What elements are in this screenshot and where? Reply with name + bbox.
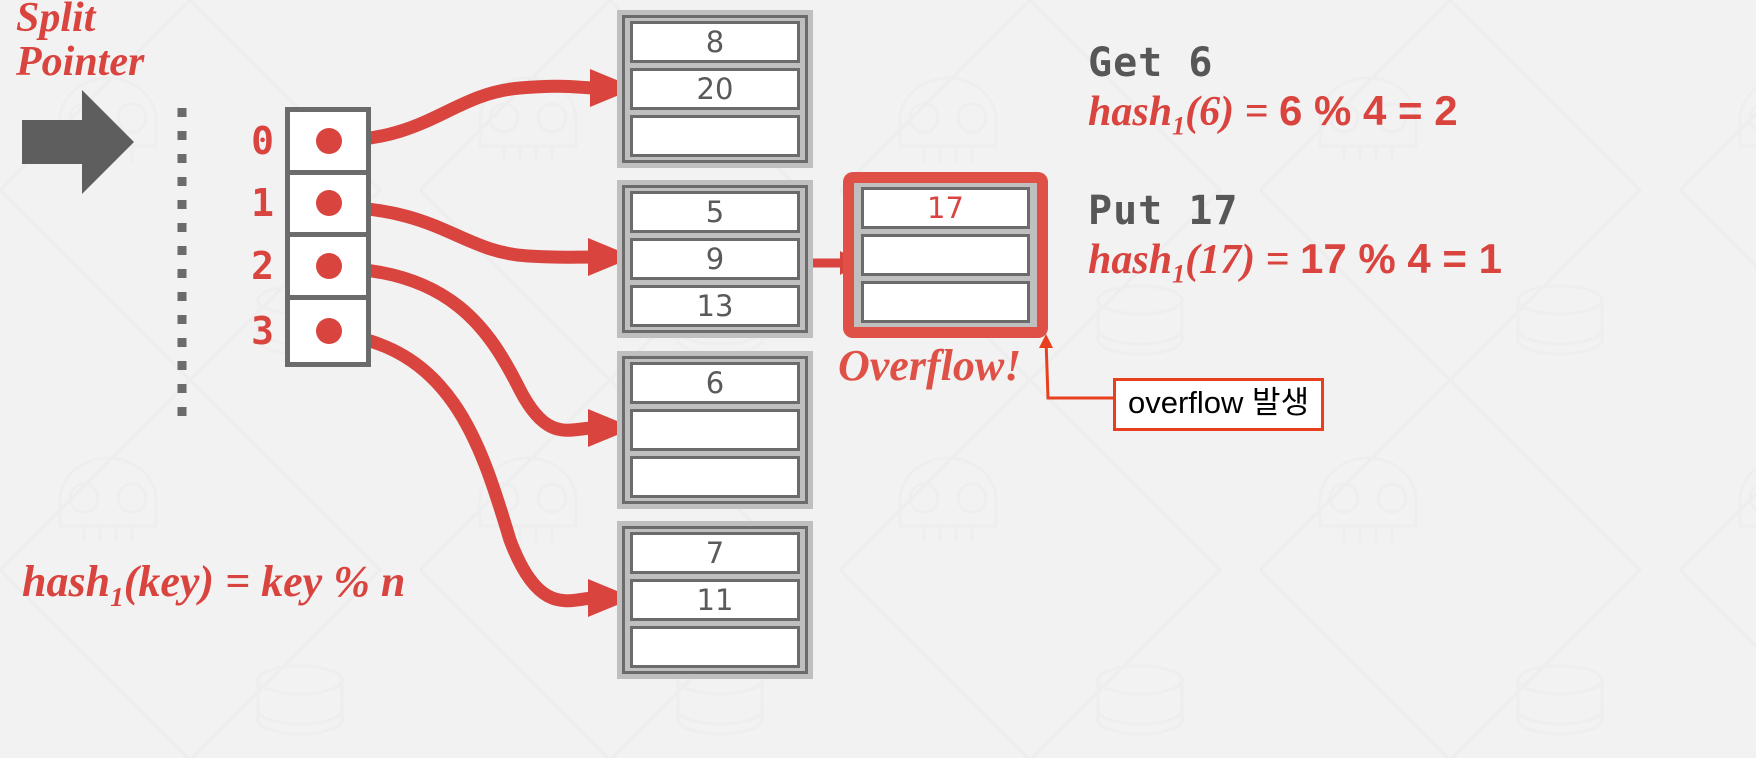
directory-pointer-dot <box>316 127 342 154</box>
directory-slot-2[interactable]: 2 <box>251 237 366 300</box>
operation-get-expr: 6 % 4 = 2 <box>1278 87 1458 134</box>
bucket-1-slot-1[interactable]: 9 <box>630 238 800 280</box>
directory-slot-3[interactable]: 3 <box>251 300 366 363</box>
directory-slot-0[interactable]: 0 <box>251 112 366 175</box>
bucket-1-slot-0[interactable]: 5 <box>630 191 800 233</box>
overflow-bucket[interactable]: 17 <box>843 172 1048 338</box>
overflow-bucket-slot-2[interactable] <box>861 281 1030 323</box>
bucket-0-slot-2[interactable] <box>630 115 800 157</box>
operation-put-fn: hash <box>1088 237 1173 283</box>
operation-put-equation: hash1(17) = 17 % 4 = 1 <box>1088 234 1502 290</box>
operation-get: Get 6 hash1(6) = 6 % 4 = 2 <box>1088 40 1458 142</box>
operation-get-fn: hash <box>1088 89 1173 135</box>
hash-fn-rest: (key) = key % n <box>123 557 406 606</box>
bucket-3[interactable]: 7 11 <box>617 521 813 679</box>
directory-pointer-dot <box>316 317 342 344</box>
bucket-2-slot-2[interactable] <box>630 456 800 498</box>
split-pointer-label: Split Pointer <box>16 0 145 86</box>
bucket-3-slot-2[interactable] <box>630 626 800 668</box>
operation-put-title: Put 17 <box>1088 188 1239 234</box>
directory-pointer-dot <box>316 190 342 217</box>
overflow-bucket-slot-0[interactable]: 17 <box>861 187 1030 229</box>
bucket-0[interactable]: 8 20 <box>617 10 813 168</box>
bucket-2[interactable]: 6 <box>617 351 813 509</box>
directory-pointer-dot <box>316 252 342 279</box>
hash-fn-sub: 1 <box>110 581 124 612</box>
overflow-callout-box: overflow 발생 <box>1113 378 1325 432</box>
overflow-bucket-slot-1[interactable] <box>861 234 1030 276</box>
bucket-2-slot-0[interactable]: 6 <box>630 362 800 404</box>
operation-get-title: Get 6 <box>1088 40 1214 86</box>
bucket-0-slot-1[interactable]: 20 <box>630 68 800 110</box>
operation-put-expr: 17 % 4 = 1 <box>1299 235 1502 282</box>
overflow-exclamation-label: Overflow! <box>838 341 1022 390</box>
hash-function-definition: hash1(key) = key % n <box>22 556 405 613</box>
bucket-1[interactable]: 5 9 13 <box>617 180 813 338</box>
directory-index-2: 2 <box>251 243 274 288</box>
operation-get-arg: (6) = <box>1185 89 1279 135</box>
operation-get-equation: hash1(6) = 6 % 4 = 2 <box>1088 86 1458 142</box>
callout-leader-line <box>1039 334 1113 400</box>
split-pointer-arrow <box>22 90 134 194</box>
hash-fn-name: hash <box>22 557 111 606</box>
bucket-directory[interactable]: 0 1 2 3 <box>251 107 371 367</box>
operation-put-arg: (17) = <box>1185 237 1300 283</box>
directory-index-0: 0 <box>251 118 274 163</box>
operation-put-sub: 1 <box>1172 259 1186 289</box>
bucket-1-slot-2[interactable]: 13 <box>630 285 800 327</box>
directory-slot-1[interactable]: 1 <box>251 175 366 237</box>
directory-index-1: 1 <box>251 181 274 226</box>
operation-get-sub: 1 <box>1172 111 1186 141</box>
bucket-0-slot-0[interactable]: 8 <box>630 21 800 63</box>
bucket-3-slot-1[interactable]: 11 <box>630 579 800 621</box>
directory-index-3: 3 <box>251 308 274 353</box>
operation-put: Put 17 hash1(17) = 17 % 4 = 1 <box>1088 188 1502 290</box>
bucket-2-slot-1[interactable] <box>630 409 800 451</box>
bucket-3-slot-0[interactable]: 7 <box>630 532 800 574</box>
